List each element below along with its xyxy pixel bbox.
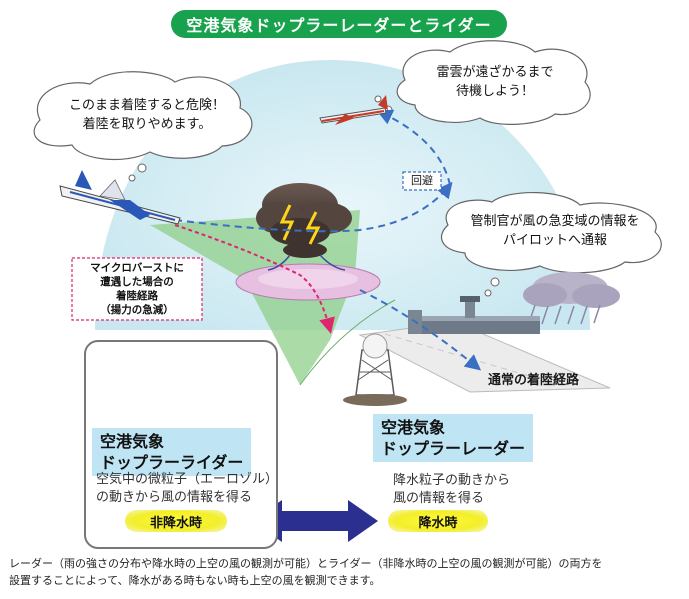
bubble-controller-line1: 管制官が風の急変域の情報を [470,214,640,229]
footer-line1: レーダー（雨の強さの分布や降水時の上空の風の観測が可能）とライダー（非降水時の上… [9,557,603,570]
radar-title-line2: ドップラーレーダー [381,439,526,458]
radar-desc-line1: 降水粒子の動きから [393,473,511,488]
microburst-label-line3: 着陸経路 [116,290,158,302]
lidar-title-line1: 空港気象 [100,432,165,451]
lidar-description: 空気中の微粒子（エーロゾル） の動きから風の情報を得る [96,471,278,507]
bubble-left-text: このまま着陸すると危険！ 着陸を取りやめます。 [62,96,232,134]
aircraft-left-icon [59,170,181,225]
lidar-title-line2: ドップラーライダー [100,453,244,472]
radar-description: 降水粒子の動きから 風の情報を得る [393,472,510,508]
radar-tower-icon [343,333,407,406]
lidar-desc-line1: 空気中の微粒子（エーロゾル） [96,472,279,487]
bubble-right-line2: 待機しよう！ [455,84,534,99]
lidar-desc-line2: の動きから風の情報を得る [96,490,253,505]
microburst-label-line2: 遭遇した場合の [100,276,174,288]
speech-bubble-pilot-left [33,71,253,161]
bubble-right-line1: 雷雲が遠ざかるまで [436,65,554,80]
microburst-path [174,224,335,334]
aircraft-right-icon [319,95,388,125]
microburst-label: マイクロバーストに 遭遇した場合の 着陸経路 （揚力の急減） [72,261,202,317]
radar-desc-line2: 風の情報を得る [393,491,485,506]
footer-line2: 設置することによって、降水がある時もない時も上空の風を観測できます。 [9,574,381,587]
avoidance-path [174,181,453,233]
bubble-right-text: 雷雲が遠ざかるまで 待機しよう！ [420,63,570,101]
thundercloud-icon [256,183,352,258]
microburst-label-line4: （揚力の急減） [100,304,174,316]
avoid-label: 回避 [411,174,433,187]
lidar-badge: 非降水時 [125,510,227,532]
diagram-title: 空港気象ドップラーレーダーとライダー [171,10,507,38]
normal-route-label: 通常の着陸経路 [488,373,580,388]
radar-title-line1: 空港気象 [381,418,446,437]
speech-bubble-pilot-right [396,40,591,125]
bubble-left-line2: 着陸を取りやめます。 [82,117,212,132]
rain-cloud-icon [523,272,620,325]
speech-bubble-controller [440,192,662,274]
avoid-label-box [402,171,442,191]
footer-caption: レーダー（雨の強さの分布や降水時の上空の風の観測が可能）とライダー（非降水時の上… [9,555,681,589]
radar-badge: 降水時 [388,510,488,532]
bubble-controller-text: 管制官が風の急変域の情報を パイロットへ通報 [460,212,650,250]
radar-title: 空港気象 ドップラーレーダー [373,414,534,462]
normal-landing-path [359,289,482,371]
microburst-label-line1: マイクロバーストに [90,262,184,274]
lidar-title: 空港気象 ドップラーライダー [92,428,252,476]
bubble-controller-line2: パイロットへ通報 [502,233,607,248]
bubble-left-line1: このまま着陸すると危険！ [68,98,225,113]
observation-double-arrow [252,500,378,542]
microburst-label-box [71,257,203,321]
